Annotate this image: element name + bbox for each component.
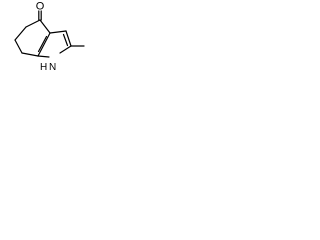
nh-hydrogen-label: H	[40, 62, 47, 73]
fused-bond-outer	[37, 32, 51, 57]
oxygen-atom: O	[36, 1, 45, 13]
pyrrole-bond-n1-c7a	[37, 55, 50, 58]
ring6-bond-c5-c6	[14, 26, 27, 41]
ring6-bond-c4-c3a	[39, 19, 51, 34]
pyrrole-bond-c2-n1	[59, 45, 72, 54]
ring6-bond-c4-c5	[25, 19, 41, 28]
ring6-bond-c7-c7a	[21, 52, 39, 57]
pyrrole-bond-c3-c2-outer	[65, 30, 72, 47]
structure-canvas: O H N	[0, 0, 89, 77]
nitrogen-atom: N	[49, 62, 56, 73]
pyrrole-bond-c3-c2-inner	[62, 33, 69, 47]
ring6-bond-c6-c7	[14, 39, 23, 54]
pyrrole-bond-c3a-c3	[49, 30, 67, 34]
molecule-structure: O H N	[14, 1, 85, 73]
fused-bond-inner	[37, 35, 48, 53]
